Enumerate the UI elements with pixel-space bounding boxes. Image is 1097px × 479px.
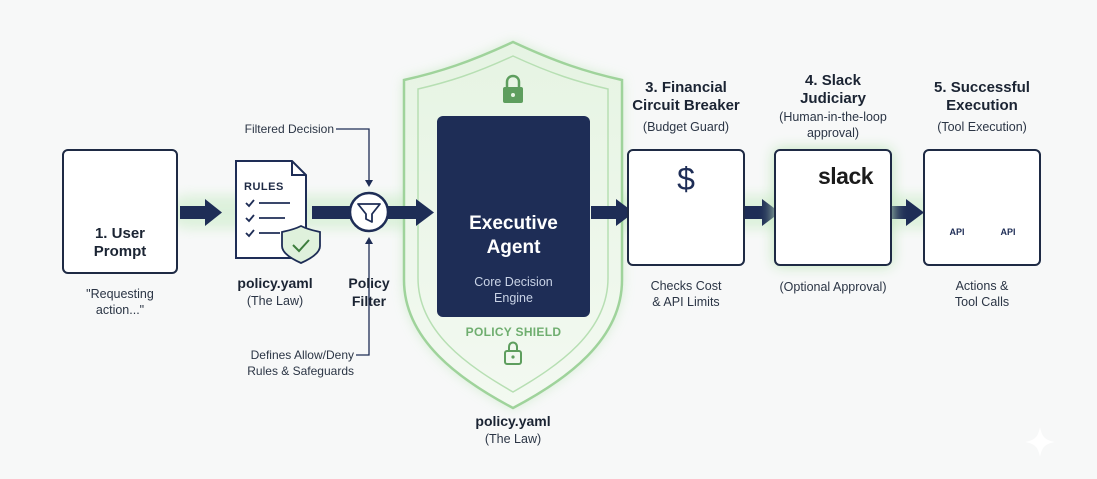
note-arrowhead-bottom [365, 237, 373, 244]
agent-sub: Core Decision Engine [474, 275, 553, 305]
note-connector-top [336, 128, 370, 182]
arrow-3 [388, 199, 434, 226]
arrow-1 [180, 199, 222, 226]
policy-doc-name: policy.yaml [237, 275, 313, 291]
rules-label: RULES [244, 181, 284, 193]
step3-caption: Checks Cost & API Limits [650, 279, 722, 309]
policy-shield-inner [417, 55, 609, 393]
shield-policy-sub: (The Law) [484, 432, 542, 446]
agent-title: Executive Agent [469, 213, 558, 258]
user-prompt-caption: "Requesting action..." [86, 287, 154, 317]
arrow-6 [892, 199, 924, 226]
note-connector-bottom [356, 242, 370, 356]
dollar-icon: $ [677, 161, 695, 197]
arrow-5 [745, 199, 780, 226]
user-prompt-card [62, 149, 178, 274]
executive-agent-card [437, 116, 590, 317]
step4-caption: (Optional Approval) [779, 280, 887, 294]
step5-title: 5. Successful Execution [934, 79, 1030, 114]
circuit-breaker-card [627, 149, 745, 266]
policy-doc-sub: (The Law) [246, 294, 304, 308]
shield-policy-name: policy.yaml [475, 413, 551, 429]
step5-sub: (Tool Execution) [937, 120, 1027, 134]
lock-icon [503, 74, 523, 103]
policy-filter-title: Policy Filter [348, 275, 390, 309]
arrow-4 [591, 199, 634, 226]
step3-title: 3. Financial Circuit Breaker [632, 79, 740, 114]
slack-wordmark: slack [818, 163, 874, 189]
funnel-icon [348, 191, 390, 233]
step3-sub: (Budget Guard) [642, 120, 730, 134]
user-prompt-title: 1. User Prompt [93, 225, 147, 260]
api-network-label: API [1000, 227, 1016, 237]
sparkle-icon [1025, 427, 1055, 457]
step5-caption: Actions & Tool Calls [954, 279, 1010, 309]
step4-title: 4. Slack Judiciary [800, 72, 866, 107]
api-gear-label: API [949, 227, 965, 237]
execution-card [923, 149, 1041, 266]
policy-shield-label: POLICY SHIELD [465, 325, 562, 339]
step4-sub: (Human-in-the-loop approval) [779, 110, 887, 140]
filter-top-note: Filtered Decision [244, 122, 334, 136]
note-arrowhead-top [365, 180, 373, 187]
filter-bottom-note: Defines Allow/Deny Rules & Safeguards [247, 348, 354, 378]
lock-icon-bottom [504, 341, 522, 365]
policy-document-icon [235, 160, 321, 264]
slack-judiciary-card [774, 149, 892, 266]
arrow-2 [312, 206, 350, 219]
